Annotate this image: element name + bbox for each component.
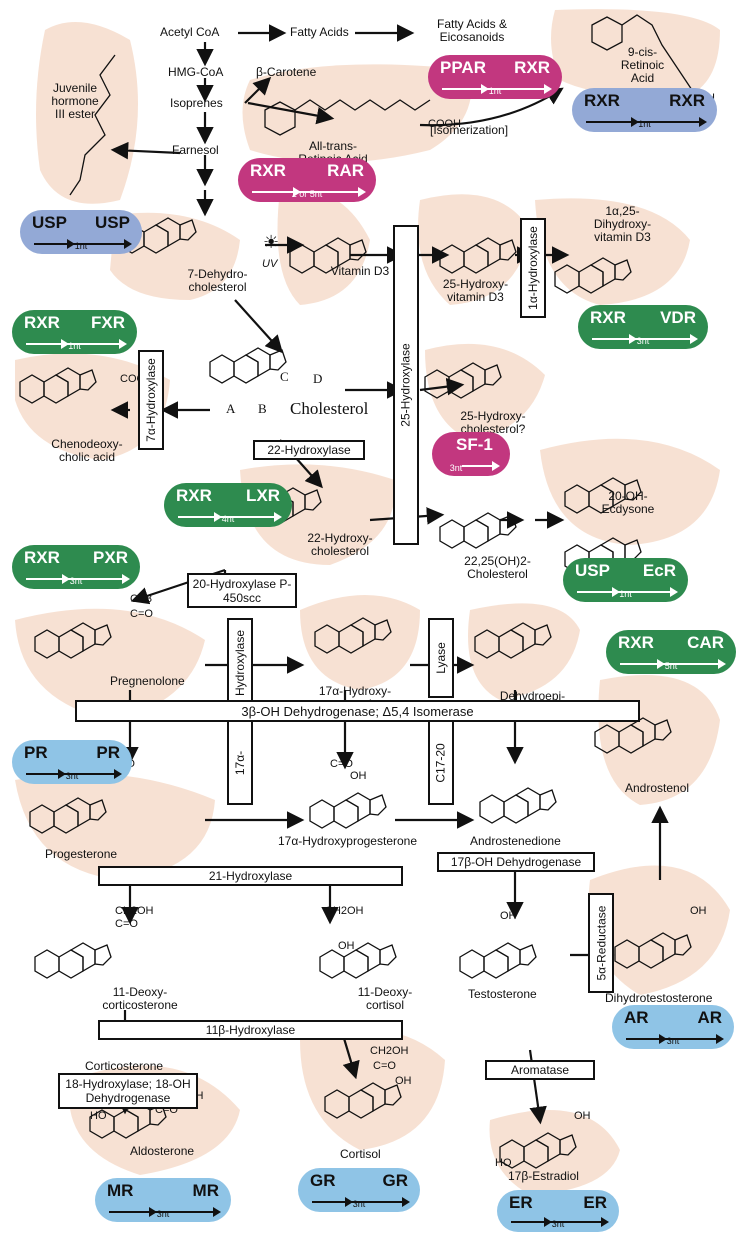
label-ch2oh-11dc: CH2OH <box>325 905 364 917</box>
pathway-arrows <box>110 24 669 1125</box>
enzyme-c17-20: C17-20 <box>428 720 454 805</box>
enzyme-hydroxylase-17: Hydroxylase <box>227 618 253 708</box>
enzyme-17b-oh-dehydrogenase: 17β-OH Dehydrogenase <box>437 852 595 872</box>
enzyme-21-hydroxylase: 21-Hydroxylase <box>98 866 403 886</box>
label-androstenedione: Androstenedione <box>470 834 561 848</box>
ring-c: C <box>280 369 289 384</box>
label-co-pregnenolone: C=O <box>130 608 153 620</box>
label-uv: UV <box>262 258 278 270</box>
label-oh-dht: OH <box>690 905 707 917</box>
label-9-cis-retinoic: 9-cis-Retinoic Acid <box>620 45 665 85</box>
label-juvenile-hormone: Juvenile hormone III ester <box>51 81 99 121</box>
enzyme-3b-oh-dehydrogenase: 3β-OH Dehydrogenase; Δ5,4 Isomerase <box>75 700 640 722</box>
ring-b: B <box>258 401 267 416</box>
enzyme-aromatase: Aromatase <box>485 1060 595 1080</box>
label-22-25-oh2-cholesterol: 22,25(OH)2-Cholesterol <box>464 554 531 581</box>
ring-a: A <box>226 401 236 416</box>
label-7-dehydrocholesterol: 7-Dehydro-cholesterol <box>187 267 248 294</box>
enzyme-25-hydroxylase: 25-Hydroxylase <box>393 225 419 545</box>
label-17a-hydroxyprogesterone: 17α-Hydroxyprogesterone <box>278 834 418 848</box>
label-dihydroxy-vitamin-d3: 1α,25-Dihydroxy-vitamin D3 <box>593 204 652 244</box>
receptor-sf-1: SF-1 3nt <box>432 432 510 476</box>
label-beta-carotene: β-Carotene <box>256 65 317 79</box>
enzyme-17a: 17α- <box>227 720 253 805</box>
label-vitamin-d3: Vitamin D3 <box>330 264 390 278</box>
label-aldosterone: Aldosterone <box>130 1144 195 1158</box>
label-ho-aldo: HO <box>90 1110 107 1122</box>
sun-icon: ☀ <box>263 232 280 252</box>
label-oh-testosterone: OH <box>500 910 517 922</box>
label-fatty-acids-eicosanoids: Fatty Acids & Eicosanoids <box>436 17 508 44</box>
enzyme-lyase: Lyase <box>428 618 454 698</box>
label-22-hydroxycholesterol: 22-Hydroxy-cholesterol <box>307 531 373 558</box>
enzyme-7a-hydroxylase: 7α-Hydroxylase <box>138 350 164 450</box>
label-hmg-coa: HMG-CoA <box>168 65 224 79</box>
enzyme-p450scc: 20-Hydroxylase P-450scc <box>187 573 297 608</box>
label-25-hydroxycholesterol: 25-Hydroxy-cholesterol? <box>460 409 526 436</box>
label-fatty-acids: Fatty Acids <box>290 25 349 39</box>
label-cholesterol: Cholesterol <box>290 399 369 418</box>
label-dihydrotestosterone: Dihydrotestosterone <box>605 991 713 1005</box>
label-17b-estradiol: 17β-Estradiol <box>508 1169 579 1183</box>
label-androstenol: Androstenol <box>625 781 690 795</box>
molecule-structures <box>19 14 693 1169</box>
label-ho-estradiol: HO <box>495 1157 512 1169</box>
enzyme-22-hydroxylase: 22-Hydroxylase <box>253 440 365 460</box>
label-corticosterone: Corticosterone <box>85 1059 164 1073</box>
label-oh-estradiol: OH <box>574 1110 591 1122</box>
label-chenodeoxycholic-acid: Chenodeoxy-cholic acid <box>51 437 123 464</box>
label-co-doc: C=O <box>115 918 138 930</box>
enzyme-11b-hydroxylase: 11β-Hydroxylase <box>98 1020 403 1040</box>
label-25-hydroxy-vitamin-d3: 25-Hydroxy-vitamin D3 <box>442 277 509 304</box>
ring-d: D <box>313 371 323 386</box>
label-acetyl-coa: Acetyl CoA <box>160 25 220 39</box>
label-cooh-1: COOH <box>428 118 461 130</box>
label-oh-cortisol: OH <box>395 1075 412 1087</box>
label-co-cortisol: C=O <box>373 1060 396 1072</box>
label-testosterone: Testosterone <box>468 987 537 1001</box>
label-pregnenolone: Pregnenolone <box>110 674 185 688</box>
label-ch2oh-cortisol: CH2OH <box>370 1045 409 1057</box>
label-ch2oh-doc: CH2OH <box>115 905 154 917</box>
label-11-deoxycorticosterone: 11-Deoxy-corticosterone <box>102 985 178 1012</box>
label-oh-17ohp: OH <box>350 770 367 782</box>
enzyme-5a-reductase: 5α-Reductase <box>588 893 614 993</box>
label-farnesol: Farnesol <box>172 143 219 157</box>
label-ch3-pregnenolone: CH3 <box>130 593 153 605</box>
label-20-oh-ecdysone: 20-OH-Ecdysone <box>601 489 655 516</box>
label-progesterone: Progesterone <box>45 847 118 861</box>
enzyme-1a-hydroxylase: 1α-Hydroxylase <box>520 218 546 318</box>
label-oh-11dc: OH <box>338 940 355 952</box>
enzyme-18-hydroxylase: 18-Hydroxylase; 18-OH Dehydrogenase <box>58 1073 198 1109</box>
label-isoprenes: Isoprenes <box>170 96 223 110</box>
label-co-17ohp: C=O <box>330 758 353 770</box>
label-11-deoxycortisol: 11-Deoxy-cortisol <box>357 985 413 1012</box>
label-cortisol: Cortisol <box>340 1147 381 1161</box>
label-isomerization: [Isomerization] <box>430 123 509 137</box>
